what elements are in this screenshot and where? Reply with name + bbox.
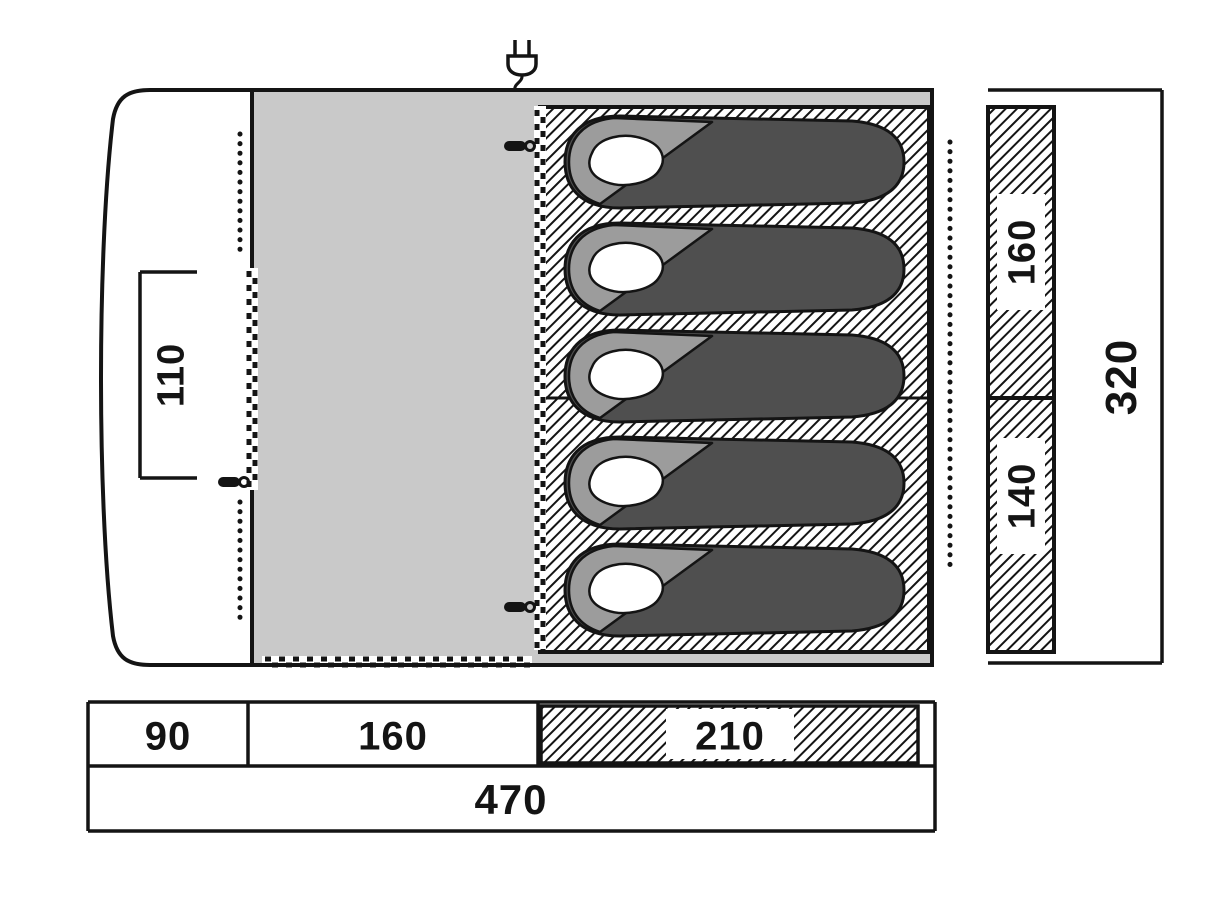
sleeping-bag (563, 221, 906, 317)
sleeping-bag (563, 328, 906, 424)
tent-outline (98, 88, 934, 667)
total-width-dimension: 320 (988, 88, 1164, 665)
bedroom-bottom-width-label: 140 (1002, 463, 1044, 529)
front-depth-label: 90 (145, 714, 192, 758)
seam-dots (237, 131, 953, 629)
side-canopy: 160 140 (986, 105, 1056, 654)
total-depth-label: 470 (474, 776, 547, 823)
zipper-teeth-front-door (246, 268, 258, 490)
depth-dimension-table: 90 160 210 470 (86, 700, 937, 833)
total-width-label: 320 (1097, 339, 1146, 415)
bedroom-top-width-label: 160 (1002, 219, 1044, 285)
door-width-label: 110 (151, 343, 193, 407)
door-width-dimension: 110 (138, 270, 197, 480)
zipper-teeth-inner-door (534, 106, 546, 650)
power-plug-icon (506, 40, 538, 92)
sleeping-depth-label: 210 (695, 714, 765, 758)
sleeping-bag (563, 542, 906, 638)
sleeping-bag (563, 114, 906, 210)
living-depth-label: 160 (358, 714, 428, 758)
sleeping-bag (563, 435, 906, 531)
